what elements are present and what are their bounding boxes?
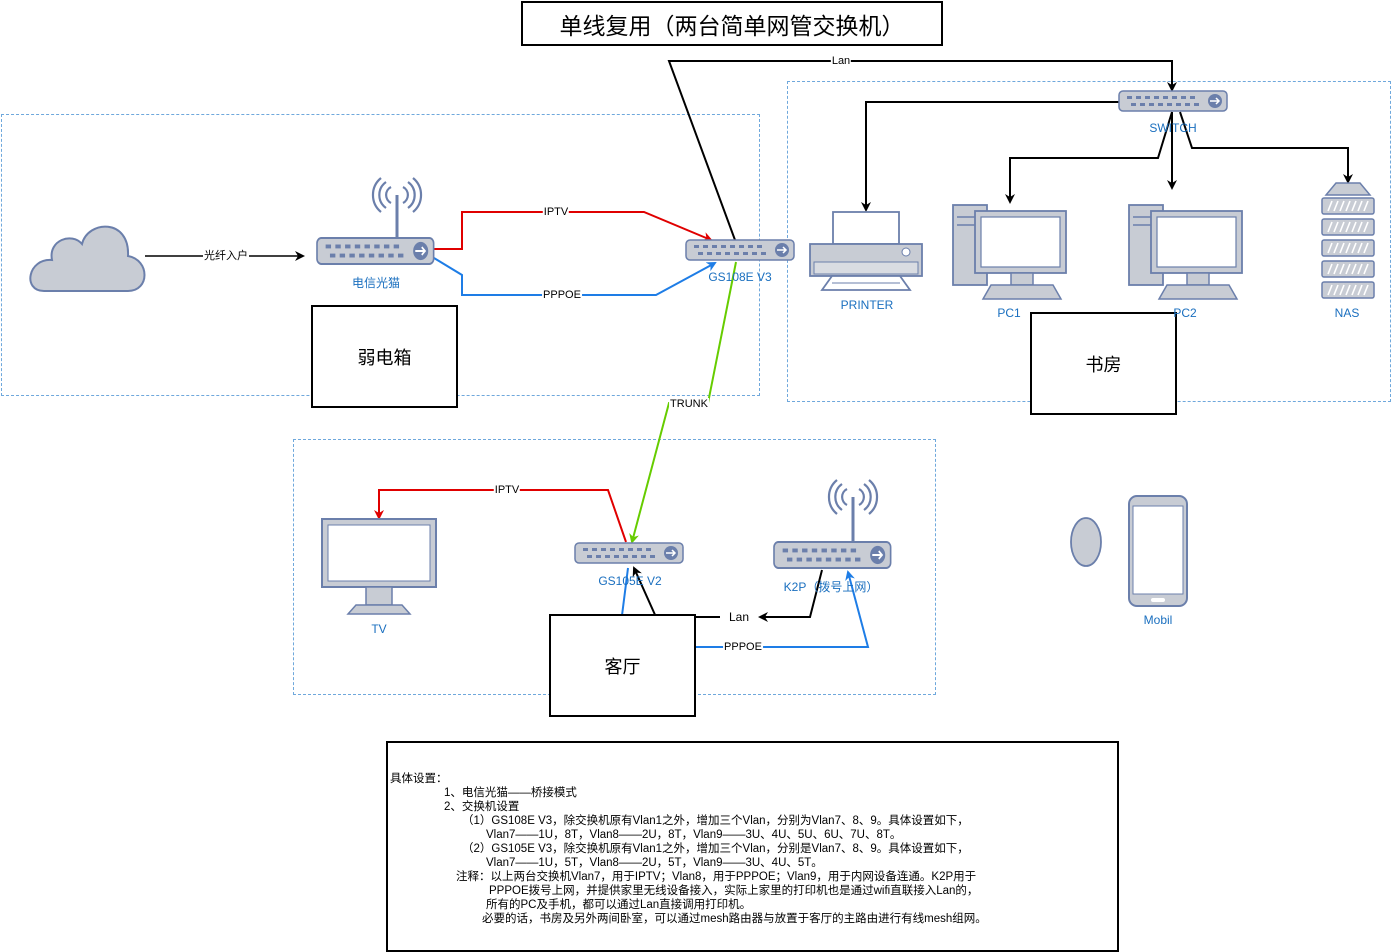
monitor-icon: [321, 518, 437, 615]
switch-icon: [685, 239, 795, 261]
link-label-iptv-top: IPTV: [542, 206, 570, 218]
link-label-lan-bottom: Lan: [728, 610, 750, 624]
note-line: Vlan7——1U，8T，Vlan8——2U，8T，Vlan9——3U、4U、5…: [486, 829, 902, 841]
device-label-tv: TV: [371, 622, 387, 636]
device-label-mobile: Mobil: [1143, 613, 1173, 627]
router-icon: [316, 176, 435, 265]
link-switch-printer: [861, 101, 1120, 212]
device-label-printer: PRINTER: [840, 298, 894, 312]
link-label-iptv-bottom: IPTV: [493, 484, 521, 496]
note-line: 必要的话，书房及另外两间卧室，可以通过mesh路由器与放置于客厅的主路由进行有线…: [482, 913, 987, 925]
link-pppoe-top: [433, 257, 717, 296]
note-line: Vlan7——1U，5T，Vlan8——2U，5T，Vlan9——3U、4U、5…: [486, 857, 823, 869]
note-line: PPPOE拨号上网，并提供家里无线设备接入，实际上家里的打印机也是通过wifi直…: [489, 885, 979, 897]
pc-icon: [952, 204, 1067, 300]
note-line: 1、电信光猫——桥接模式: [444, 787, 577, 799]
link-switch-pc1: [1005, 111, 1173, 204]
config-notes: 具体设置： 1、电信光猫——桥接模式 2、交换机设置 （1）GS108E V3，…: [386, 741, 1119, 952]
link-label-fiber: 光纤入户: [203, 250, 249, 262]
device-label-pc2: PC2: [1173, 306, 1197, 320]
device-label-gs105e: GS105E V2: [598, 574, 662, 588]
cloud-icon: [29, 225, 146, 292]
link-lan-top: [667, 60, 1177, 241]
switch-icon: [574, 542, 684, 564]
link-label-pppoe-top: PPPOE: [542, 289, 582, 301]
printer-icon: [809, 211, 923, 291]
link-lan-bottom-right: [758, 569, 823, 622]
note-line: 所有的PC及手机，都可以通过Lan直接调用打印机。: [486, 899, 752, 911]
link-iptv-top: [434, 211, 713, 250]
note-line: （2）GS105E V3，除交换机原有Vlan1之外，增加三个Vlan，分别是V…: [462, 843, 969, 855]
pc-icon: [1128, 204, 1243, 300]
device-label-switch: SWITCH: [1149, 121, 1197, 135]
note-heading: 具体设置：: [390, 773, 448, 785]
note-line: 注释：以上两台交换机Vlan7，用于IPTV；Vlan8，用于PPPOE；Vla…: [456, 871, 977, 883]
link-switch-nas: [1179, 111, 1353, 184]
router-icon: [773, 478, 892, 569]
device-label-modem: 电信光猫: [351, 276, 401, 290]
note-line: （1）GS108E V3，除交换机原有Vlan1之外，增加三个Vlan，分别为V…: [462, 815, 969, 827]
link-label-lan-top: Lan: [830, 55, 852, 67]
zone-label-living-room: 客厅: [549, 614, 696, 717]
diagram-title: 单线复用（两台简单网管交换机）: [521, 1, 943, 46]
mobile-phone-icon: [1070, 495, 1188, 607]
device-label-pc1: PC1: [997, 306, 1021, 320]
link-iptv-bottom: [374, 489, 627, 543]
server-rack-icon: [1321, 182, 1375, 299]
device-label-nas: NAS: [1334, 306, 1360, 320]
zone-label-study: 书房: [1030, 312, 1177, 415]
device-label-gs108e: GS108E V3: [708, 270, 772, 284]
zone-label-weak-box: 弱电箱: [311, 305, 458, 408]
link-label-trunk: TRUNK: [669, 398, 709, 410]
switch-icon: [1118, 90, 1228, 112]
link-label-pppoe-bottom: PPPOE: [723, 641, 763, 653]
note-line: 2、交换机设置: [444, 801, 520, 813]
device-label-k2p: K2P（拨号上网）: [783, 580, 879, 594]
